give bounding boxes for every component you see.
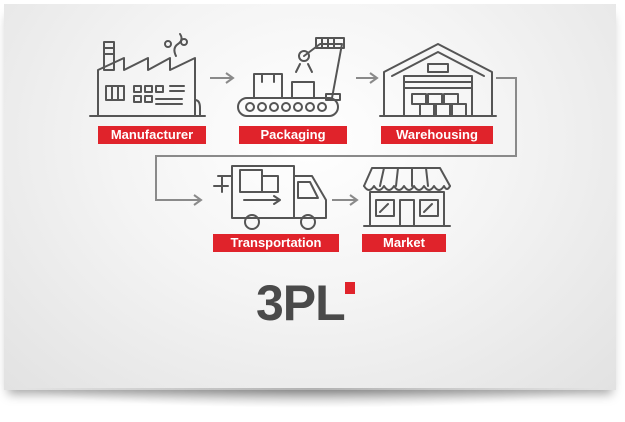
- step-label-manufacturer: Manufacturer: [98, 126, 206, 144]
- step-label-packaging: Packaging: [239, 126, 347, 144]
- step-label-transportation: Transportation: [213, 234, 339, 252]
- logo-3pl: 3PL: [256, 278, 355, 328]
- robotic-arm-conveyor-icon: [237, 37, 345, 117]
- card-shadow: [20, 388, 605, 408]
- step-label-warehousing: Warehousing: [381, 126, 493, 144]
- storefront-icon: [363, 167, 451, 227]
- warehouse-icon: [379, 43, 497, 117]
- logo-text: 3PL: [256, 275, 346, 331]
- step-label-market: Market: [362, 234, 446, 252]
- flow-arrows: [155, 72, 517, 206]
- logo-accent-mark: [345, 282, 355, 294]
- arrow-3: [155, 77, 517, 201]
- delivery-truck-icon: [213, 165, 327, 230]
- factory-icon: [89, 33, 206, 117]
